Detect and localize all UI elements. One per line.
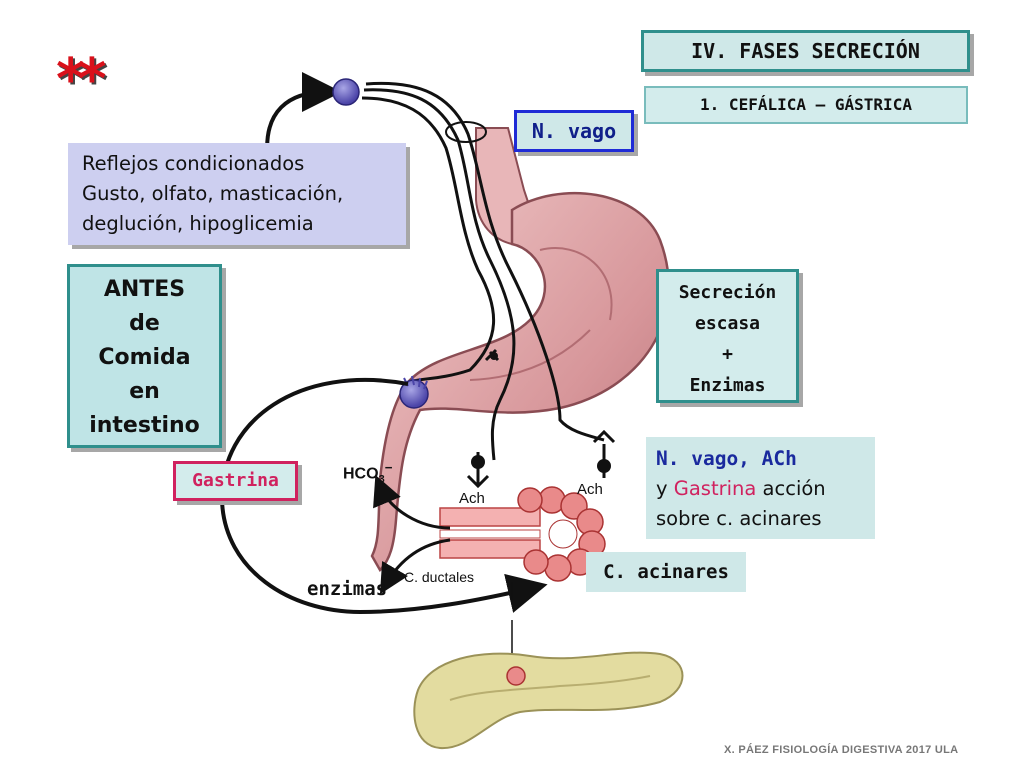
secretion-line-2: escasa: [694, 313, 761, 334]
action-line-3: sobre c. acinares: [656, 507, 822, 530]
before-line-5: intestino: [89, 413, 200, 438]
vagus-fiber-2: [361, 96, 496, 384]
vagus-label: N. vago: [514, 110, 634, 152]
stomach-fold-1: [539, 247, 613, 321]
hco3-base: HCO: [343, 465, 379, 483]
section-title: IV. FASES SECRECIÓN: [641, 30, 970, 72]
ach-label-right: Ach: [577, 481, 603, 498]
secretion-line-1: Secreción: [678, 282, 777, 303]
neuron-top: [332, 78, 360, 106]
secretion-box: Secreción escasa + Enzimas: [656, 269, 799, 403]
action-suffix: acción: [756, 477, 826, 500]
action-prefix: y: [656, 477, 674, 500]
action-line-1: N. vago, ACh: [656, 447, 797, 470]
action-box: N. vago, ACh y Gastrina acción sobre c. …: [646, 437, 875, 539]
secretion-line-4: Enzimas: [689, 375, 766, 396]
phase-subtitle: 1. CEFÁLICA – GÁSTRICA: [644, 86, 968, 124]
reflexes-line-3: deglución, hipoglicemia: [82, 212, 314, 235]
gastrin-label: Gastrina: [173, 461, 298, 501]
hco3-arrow: [373, 474, 451, 530]
enzimas-arrow: [379, 538, 451, 595]
vagus-fiber-3: [365, 81, 605, 442]
vagus-fiber-1: [363, 88, 516, 461]
before-line-4: en: [129, 379, 160, 404]
ach-terminal-right: [592, 429, 616, 478]
before-line-2: de: [129, 311, 160, 336]
before-line-3: Comida: [98, 345, 191, 370]
gastrin-loop: [219, 378, 548, 615]
pancreas: [413, 651, 684, 750]
ach-terminal-left: [466, 452, 490, 489]
ductal-cells-label: C. ductales: [404, 569, 475, 585]
enzymes-label: enzimas: [307, 578, 388, 600]
secretion-line-3: +: [722, 344, 733, 365]
hco3-sub: 3: [378, 473, 385, 486]
emphasis-stars: **: [56, 47, 106, 112]
acinus: [439, 486, 606, 582]
ach-label-left: Ach: [459, 490, 485, 507]
action-gastrina: Gastrina: [673, 477, 757, 500]
neuron-gastrin: [399, 379, 429, 409]
reflexes-line-1: Reflejos condicionados: [82, 152, 305, 175]
nerve-sheath: [445, 121, 487, 143]
action-line-2: y Gastrina acción: [656, 474, 875, 504]
pancreas-acinus-mini: [506, 666, 526, 686]
before-meal-box: ANTES de Comida en intestino: [67, 264, 222, 448]
reflexes-line-2: Gusto, olfato, masticación,: [82, 182, 344, 205]
acinar-cells-label: C. acinares: [586, 552, 746, 592]
reflexes-box: Reflejos condicionados Gusto, olfato, ma…: [68, 143, 406, 245]
footer-credit: X. PÁEZ FISIOLOGÍA DIGESTIVA 2017 ULA: [724, 744, 959, 756]
bicarbonate-label: HCO3−: [343, 460, 393, 486]
before-line-1: ANTES: [103, 277, 186, 302]
stomach-fold-2: [469, 329, 591, 381]
